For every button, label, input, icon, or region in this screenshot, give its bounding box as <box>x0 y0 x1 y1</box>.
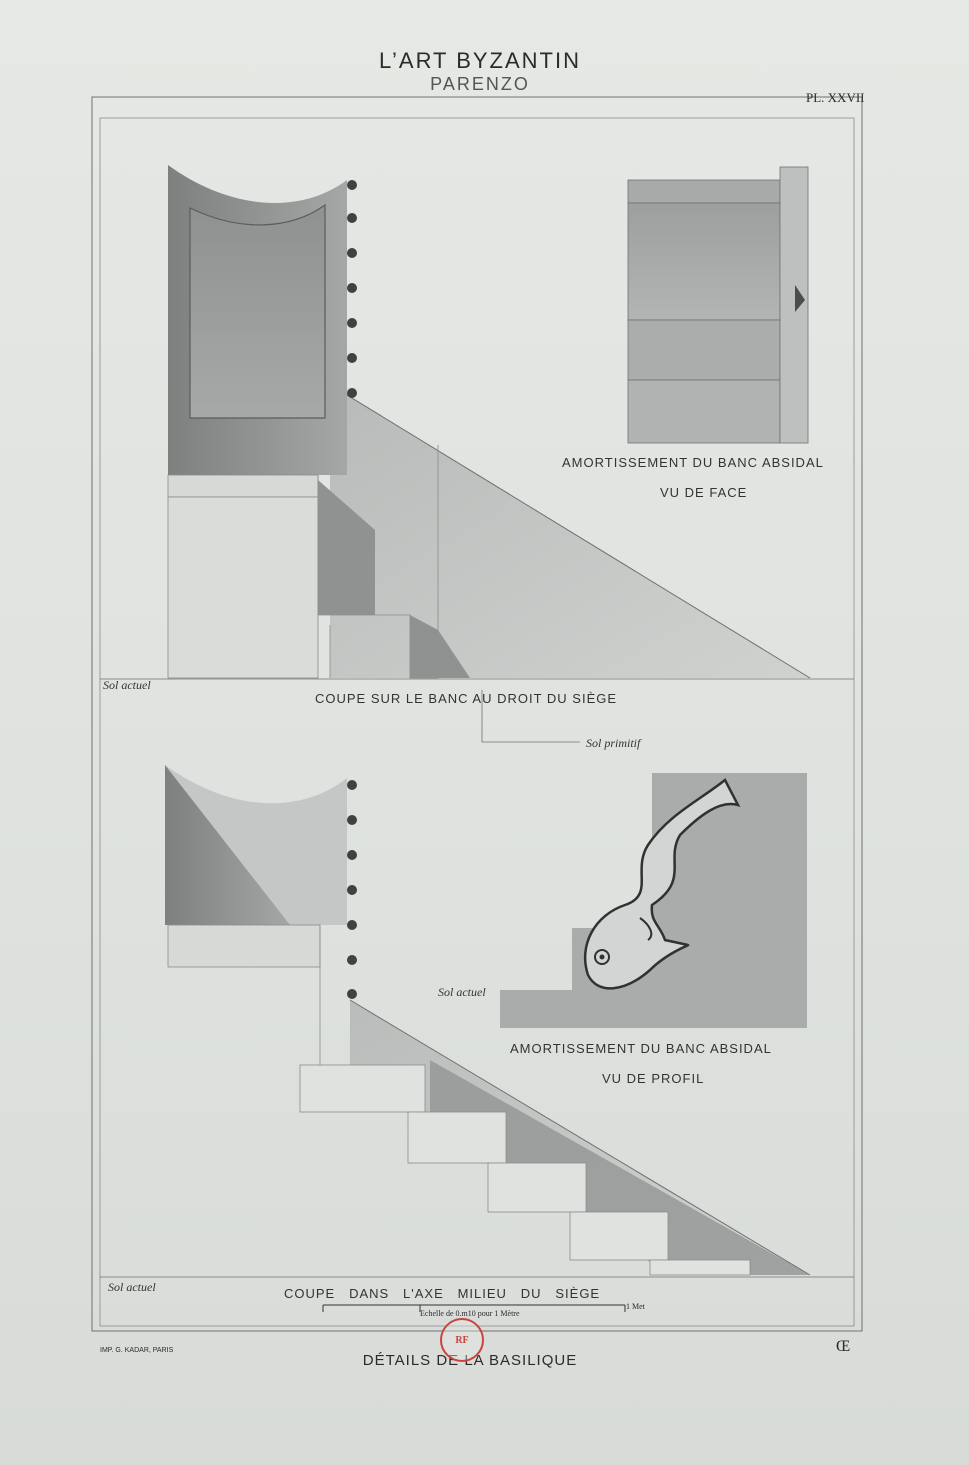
plate-number: PL. XXVII <box>806 90 865 105</box>
upper-bench-slope <box>330 395 810 678</box>
lower-section-caption: COUPE DANS L'AXE MILIEU DU SIÈGE <box>284 1286 601 1301</box>
upper-ground-label: Sol actuel <box>103 678 151 692</box>
lower-steps <box>299 1064 751 1276</box>
upper-studs <box>347 180 357 398</box>
profile-view-subcaption: VU DE PROFIL <box>602 1071 705 1086</box>
lower-studs <box>347 780 357 999</box>
monogram: Œ <box>836 1338 851 1355</box>
original-ground-label: Sol primitif <box>586 736 641 750</box>
printer-credit: IMP. G. KADAR, PARIS <box>100 1347 174 1354</box>
upper-seat-panel <box>189 203 326 419</box>
profile-ground-label: Sol actuel <box>438 985 486 999</box>
lower-section-drawing <box>100 765 854 1278</box>
original-ground-line <box>481 690 580 743</box>
face-view-detail <box>627 166 809 444</box>
scale-end-label: 1 Met <box>626 1302 645 1311</box>
library-stamp: RF <box>440 1318 484 1362</box>
dolphin-carving <box>583 778 741 990</box>
face-view-caption: AMORTISSEMENT DU BANC ABSIDAL <box>562 455 824 470</box>
scale-bar <box>322 1304 626 1312</box>
lower-ground-label: Sol actuel <box>108 1280 156 1294</box>
face-view-subcaption: VU DE FACE <box>660 485 748 500</box>
upper-block <box>167 474 319 498</box>
upper-section-caption: COUPE SUR LE BANC AU DROIT DU SIÈGE <box>315 691 618 706</box>
profile-view-detail <box>500 773 807 1028</box>
scale-label: Echelle de 0.m10 pour 1 Mètre <box>420 1309 520 1318</box>
page-subtitle: PARENZO <box>430 74 530 94</box>
upper-section-drawing <box>100 165 854 743</box>
profile-view-caption: AMORTISSEMENT DU BANC ABSIDAL <box>510 1041 772 1056</box>
page-title: L’ART BYZANTIN <box>378 48 581 73</box>
